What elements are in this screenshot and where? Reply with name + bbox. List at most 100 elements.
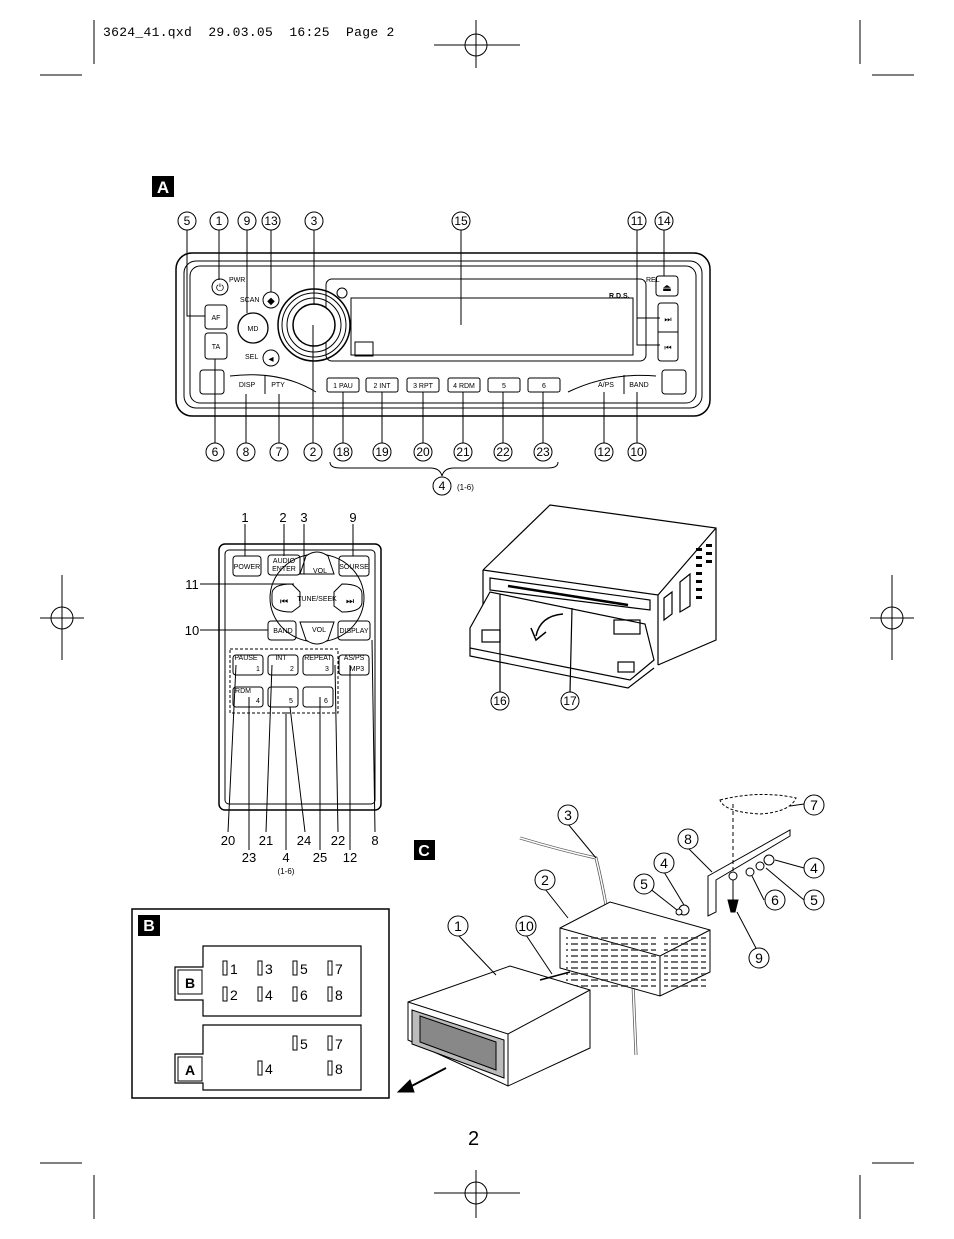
- svg-text:24: 24: [297, 833, 311, 848]
- page-number: 2: [468, 1128, 480, 1150]
- svg-text:5: 5: [300, 961, 308, 977]
- pty-label: PTY: [271, 382, 285, 389]
- section-a-leaders: [186, 229, 665, 477]
- remote-vol-down-label: VOL: [312, 627, 326, 634]
- section-b-label: B: [143, 918, 155, 935]
- registration-mark-right: [870, 575, 914, 660]
- md-label: MD: [248, 326, 259, 333]
- svg-text:8: 8: [371, 833, 378, 848]
- rds-label: R.D.S.: [609, 293, 630, 300]
- connector-b-tag: [177, 969, 203, 995]
- head-unit-icons: ⏻ ◆ ◂ ⏏ ⏭ ⏮: [216, 283, 672, 365]
- cd-unit-open: [469, 504, 717, 693]
- svg-text:1: 1: [216, 214, 223, 228]
- svg-text:1: 1: [454, 918, 462, 934]
- svg-text:18: 18: [336, 445, 350, 459]
- cd-unit-callouts: [490, 691, 580, 711]
- svg-text:3: 3: [300, 510, 307, 525]
- remote-btn-5-label: 5: [289, 698, 293, 705]
- section-a-label-box: [152, 176, 174, 197]
- prev-track-icon: ⏮: [664, 343, 671, 352]
- connector-a: [174, 1024, 362, 1091]
- remote-range: (1-6): [278, 867, 295, 876]
- remote-band-label: BAND: [273, 628, 292, 635]
- svg-text:5: 5: [300, 1036, 308, 1052]
- remote-repeat-label: REPEAT: [304, 655, 332, 662]
- remote-int-label: INT: [275, 655, 287, 662]
- sel-label: SEL: [245, 354, 258, 361]
- svg-text:10: 10: [185, 623, 199, 638]
- section-a-label: A: [157, 178, 169, 197]
- section-c-label-box: [414, 840, 435, 860]
- section-c-callouts: [447, 794, 825, 969]
- svg-text:12: 12: [343, 850, 357, 865]
- remote-leaders: [200, 524, 376, 850]
- remote-power-label: POWER: [234, 564, 260, 571]
- svg-text:4: 4: [265, 1061, 273, 1077]
- svg-text:6: 6: [300, 987, 308, 1003]
- remote-pause-label: PAUSE: [234, 655, 258, 662]
- remote-callout-numbers: 1 2 3 9 11 10 20 21 24 22 8 23 4 25 12: [185, 510, 379, 865]
- svg-text:25: 25: [313, 850, 327, 865]
- remote-btn-1-label: 1: [256, 666, 260, 673]
- scan-label: SCAN: [240, 297, 259, 304]
- remote-asps-label: AS/PS: [344, 655, 365, 662]
- sel-arrow-icon: ◂: [268, 354, 273, 365]
- connector-b-label: B: [185, 975, 195, 991]
- next-track-icon: ⏭: [664, 315, 671, 324]
- svg-text:14: 14: [657, 214, 671, 228]
- remote-source-label: SOURSE: [339, 564, 369, 571]
- svg-text:1: 1: [241, 510, 248, 525]
- group-range: (1-6): [457, 483, 474, 492]
- svg-text:5: 5: [184, 214, 191, 228]
- remote-enter-label: ENTER: [272, 566, 296, 573]
- remote-vol-up-label: VOL: [313, 568, 327, 575]
- rel-label: REL: [646, 277, 660, 284]
- section-c-callout-numbers: 3 2 1 10 4 5 8 7 4 5 6 9: [454, 797, 818, 966]
- eject-icon: ⏏: [662, 283, 671, 294]
- cd-unit-vents: [696, 544, 712, 599]
- section-c-label: C: [418, 843, 430, 860]
- remote-btn-2-label: 2: [290, 666, 294, 673]
- ta-label: TA: [212, 344, 221, 351]
- svg-text:10: 10: [518, 918, 534, 934]
- svg-text:7: 7: [276, 445, 283, 459]
- svg-text:8: 8: [243, 445, 250, 459]
- file-header: 3624_41.qxd 29.03.05 16:25 Page 2: [103, 25, 395, 40]
- diamond-icon: ◆: [267, 296, 275, 307]
- remote-audio-label: AUDIO: [273, 558, 296, 565]
- preset-3-label: 3 RPT: [413, 383, 434, 390]
- registration-mark-top: [434, 20, 520, 68]
- preset-4-label: 4 RDM: [453, 383, 475, 390]
- section-a-callouts: [177, 211, 674, 496]
- svg-text:19: 19: [375, 445, 389, 459]
- pwr-label: PWR: [229, 277, 245, 284]
- remote-display-label: DISPLAY: [339, 628, 368, 635]
- svg-text:10: 10: [630, 445, 644, 459]
- svg-text:23: 23: [242, 850, 256, 865]
- svg-text:6: 6: [212, 445, 219, 459]
- connector-pin-labels: 1 3 5 7 2 4 6 8 5 7 4 8: [230, 961, 343, 1077]
- svg-text:2: 2: [230, 987, 238, 1003]
- svg-text:3: 3: [265, 961, 273, 977]
- power-icon: ⏻: [216, 283, 224, 294]
- remote-prev-icon: ⏮: [280, 596, 288, 606]
- preset-5-label: 5: [502, 383, 506, 390]
- svg-text:11: 11: [631, 214, 644, 228]
- disp-label: DISP: [239, 382, 256, 389]
- svg-text:5: 5: [640, 876, 648, 892]
- svg-text:9: 9: [755, 950, 763, 966]
- svg-text:4: 4: [439, 479, 446, 493]
- svg-text:20: 20: [221, 833, 235, 848]
- svg-text:12: 12: [597, 445, 611, 459]
- svg-text:7: 7: [810, 797, 818, 813]
- svg-text:9: 9: [244, 214, 251, 228]
- remote-mp3-label: MP3: [350, 666, 365, 673]
- svg-text:11: 11: [185, 577, 199, 592]
- svg-text:16: 16: [493, 694, 507, 708]
- remote-btn-6-label: 6: [324, 698, 328, 705]
- remote-rdm-label: RDM: [235, 688, 251, 695]
- remote-next-icon: ⏭: [346, 596, 354, 606]
- svg-text:22: 22: [331, 833, 345, 848]
